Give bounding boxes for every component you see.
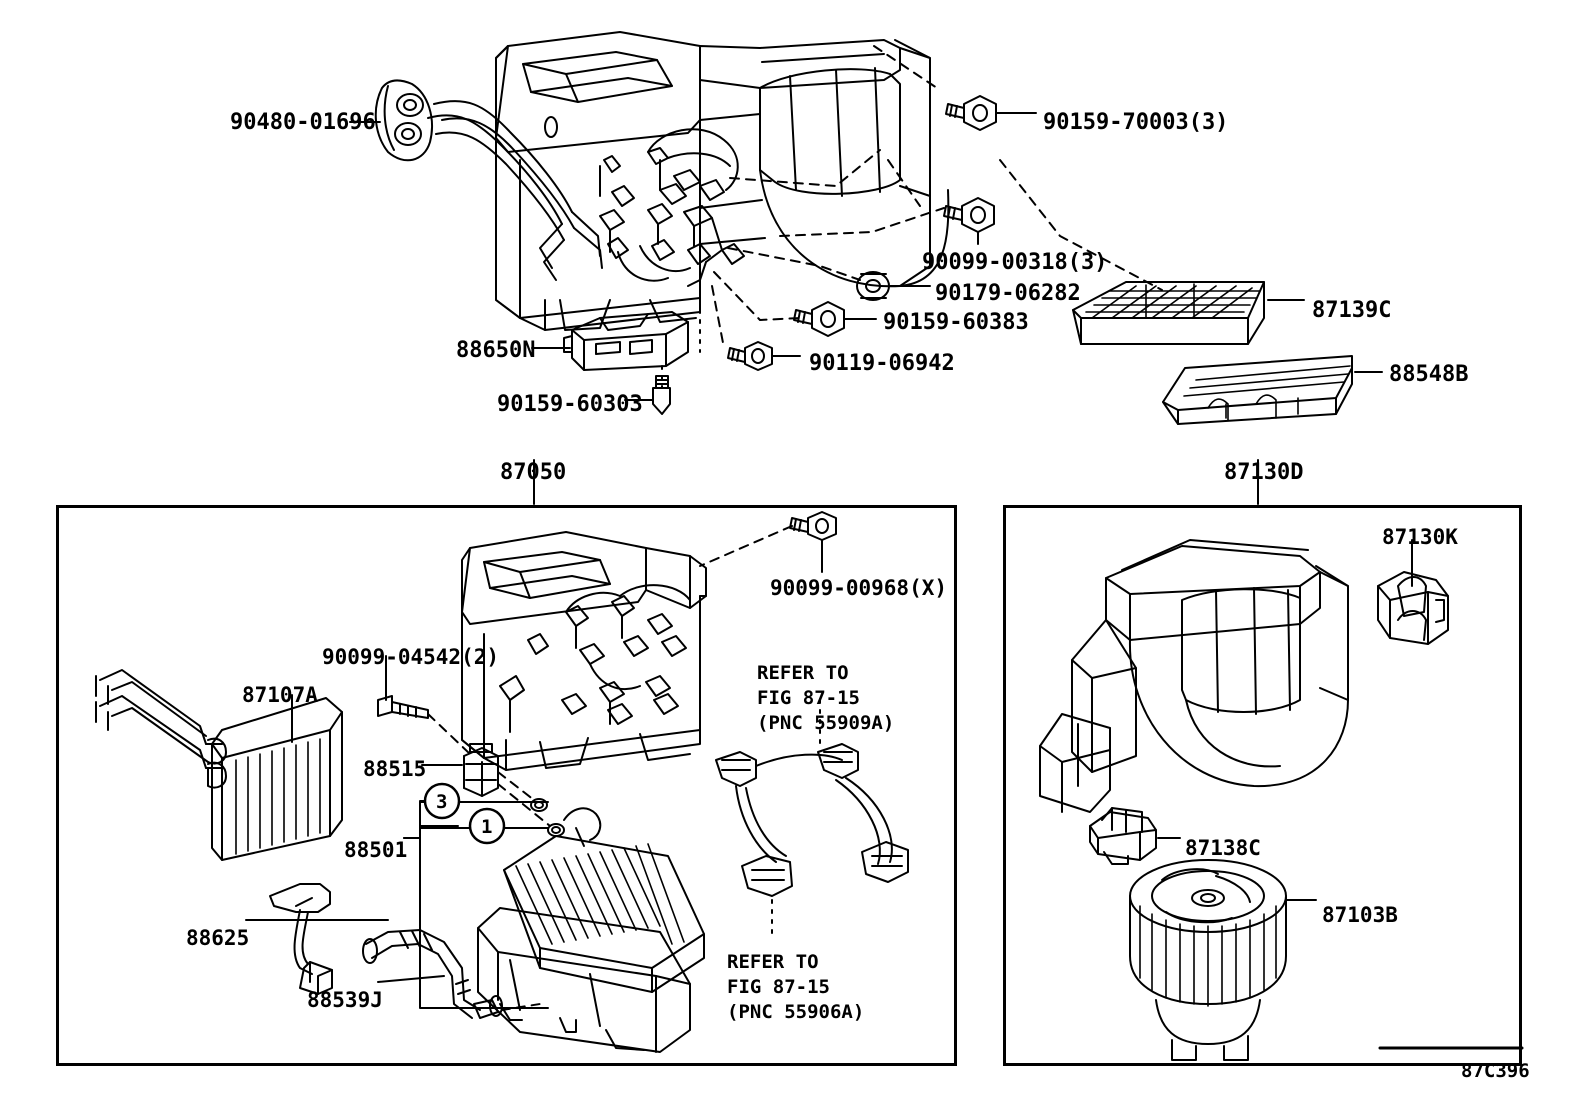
- part-label-88539J[interactable]: 88539J: [307, 988, 383, 1012]
- callout-3[interactable]: 3: [436, 791, 448, 813]
- part-label-90119-06942[interactable]: 90119-06942: [809, 351, 955, 376]
- part-label-88548B[interactable]: 88548B: [1389, 362, 1469, 387]
- part-label-90159-70003[interactable]: 90159-70003(3): [1043, 110, 1229, 135]
- part-label-90099-00318[interactable]: 90099-00318(3): [922, 250, 1108, 275]
- part-label-90099-04542[interactable]: 90099-04542(2): [322, 645, 500, 669]
- refer-note-55909a: REFER TO FIG 87-15 (PNC 55909A): [757, 662, 895, 734]
- part-label-90159-60303[interactable]: 90159-60303: [497, 392, 643, 417]
- panel-87050: [56, 505, 957, 1066]
- panel-title-87050: 87050: [500, 460, 567, 485]
- part-label-87130K[interactable]: 87130K: [1382, 525, 1458, 549]
- part-label-88501[interactable]: 88501: [344, 838, 408, 862]
- part-label-87138C[interactable]: 87138C: [1185, 836, 1261, 860]
- part-label-90099-00968[interactable]: 90099-00968(X): [770, 576, 948, 600]
- part-label-88515[interactable]: 88515: [363, 757, 427, 781]
- part-label-87103B[interactable]: 87103B: [1322, 903, 1398, 927]
- panel-87130D: [1003, 505, 1522, 1066]
- callout-1[interactable]: 1: [481, 816, 493, 838]
- panel-title-87130D: 87130D: [1224, 460, 1304, 485]
- refer-note-55906a: REFER TO FIG 87-15 (PNC 55906A): [727, 951, 865, 1023]
- part-label-90179-06282[interactable]: 90179-06282: [935, 281, 1081, 306]
- part-label-88650N[interactable]: 88650N: [456, 338, 536, 363]
- part-label-87139C[interactable]: 87139C: [1312, 298, 1392, 323]
- figure-code: 87C396: [1461, 1060, 1530, 1082]
- part-label-90159-60383[interactable]: 90159-60383: [883, 310, 1029, 335]
- part-label-88625[interactable]: 88625: [186, 926, 250, 950]
- part-label-90480-01696[interactable]: 90480-01696: [230, 110, 376, 135]
- part-label-87107A[interactable]: 87107A: [242, 683, 318, 707]
